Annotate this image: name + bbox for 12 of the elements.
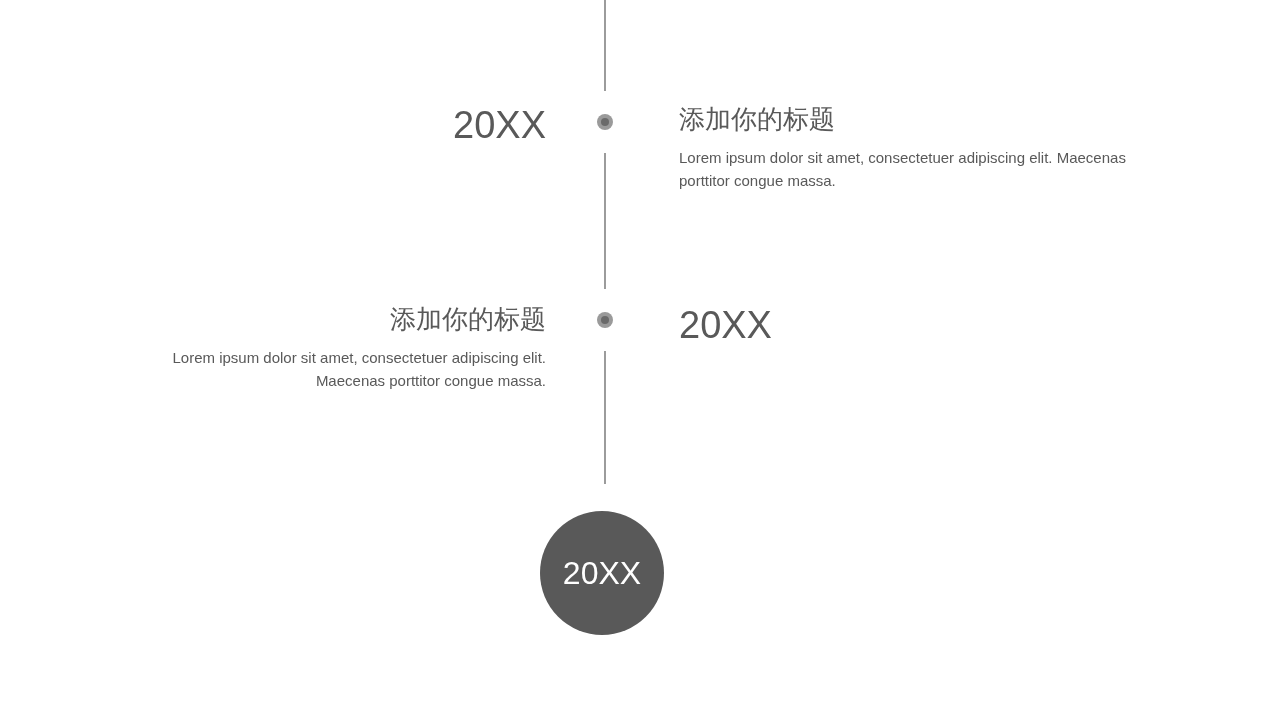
item-description: Lorem ipsum dolor sit amet, consectetuer adipiscing elit. Maecenas porttitor congue massa. bbox=[171, 348, 546, 391]
year-text: 20XX bbox=[562, 554, 642, 592]
timeline-line bbox=[604, 350, 606, 485]
item-title: 添加你的标题 bbox=[389, 304, 546, 335]
timeline-line bbox=[604, 0, 606, 92]
timeline-line bbox=[604, 152, 606, 290]
year-text: 20XX bbox=[679, 303, 773, 348]
year-text: 20XX bbox=[452, 103, 546, 148]
timeline-dot bbox=[596, 311, 614, 329]
item-description: Lorem ipsum dolor sit amet, consectetuer adipiscing elit. Maecenas porttitor congue massa. bbox=[679, 148, 1127, 191]
item-title: 添加你的标题 bbox=[679, 104, 836, 135]
timeline-dot bbox=[596, 113, 614, 131]
